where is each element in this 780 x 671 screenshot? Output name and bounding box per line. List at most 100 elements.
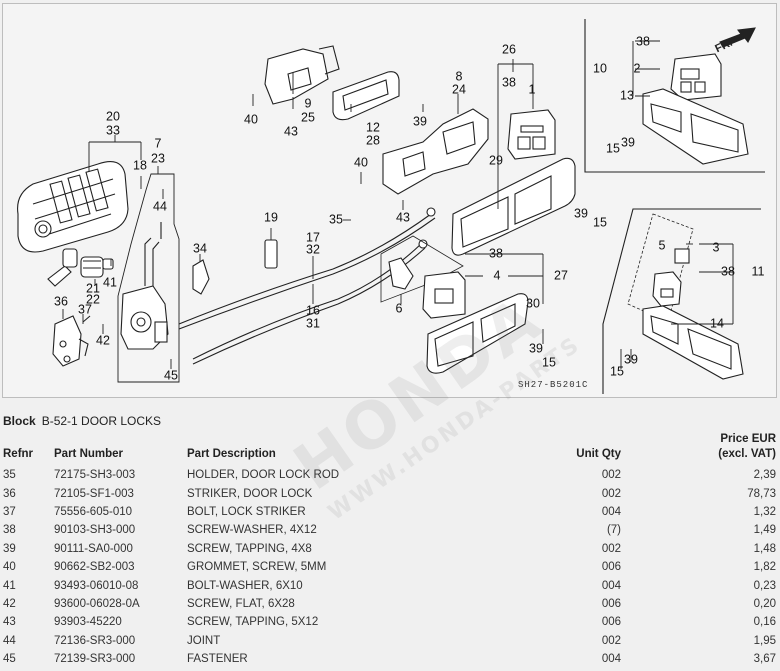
cell-part-number: 90103-SH3-000 (54, 524, 136, 537)
callout-35[interactable]: 35 (329, 212, 343, 227)
armrest-panel-lower (426, 293, 529, 374)
cell-price: 0,16 (753, 616, 776, 629)
callout-39-inset[interactable]: 39 (621, 135, 635, 150)
callout-38-upper[interactable]: 38 (502, 75, 516, 90)
cell-refnr: 36 (3, 487, 16, 500)
cell-qty: 004 (601, 505, 621, 518)
callout-5[interactable]: 5 (658, 238, 666, 253)
cell-qty: 004 (601, 579, 621, 592)
cell-description: HOLDER, DOOR LOCK ROD (187, 469, 340, 482)
lock-cylinder-and-key (47, 248, 114, 287)
callout-24[interactable]: 24 (452, 82, 466, 97)
callout-13[interactable]: 13 (620, 88, 634, 103)
inside-handle-frame (382, 108, 489, 195)
callout-15-lower[interactable]: 15 (542, 355, 556, 370)
parts-table: Refnr Part Number Part Description Unit … (0, 432, 780, 668)
callout-11[interactable]: 11 (751, 264, 765, 279)
callout-40-middle[interactable]: 40 (354, 155, 368, 170)
callout-3[interactable]: 3 (712, 240, 720, 255)
callout-37[interactable]: 37 (78, 302, 92, 317)
callout-1[interactable]: 1 (528, 82, 536, 97)
callout-16[interactable]: 16 (306, 303, 320, 318)
callout-19[interactable]: 19 (264, 210, 278, 225)
cell-qty: 006 (601, 616, 621, 629)
callout-38-lower-inset[interactable]: 38 (721, 264, 735, 279)
callout-39-upper[interactable]: 39 (413, 114, 427, 129)
callout-38-middle[interactable]: 38 (489, 246, 503, 261)
callout-25[interactable]: 25 (301, 110, 315, 125)
diagram-drawing (17, 19, 765, 394)
cell-qty: (7) (606, 524, 621, 537)
callout-44[interactable]: 44 (153, 199, 167, 214)
callout-41[interactable]: 41 (103, 275, 117, 290)
callout-8[interactable]: 8 (455, 69, 463, 84)
callout-45[interactable]: 45 (164, 368, 178, 383)
cell-part-number: 72136-SR3-000 (54, 634, 136, 647)
callout-43-upper[interactable]: 43 (284, 124, 298, 139)
callout-34[interactable]: 34 (193, 241, 207, 256)
callout-20[interactable]: 20 (106, 109, 120, 124)
callout-31[interactable]: 31 (306, 316, 320, 331)
callout-39-right[interactable]: 39 (574, 206, 588, 221)
cell-price: 1,48 (753, 542, 776, 555)
callout-9[interactable]: 9 (304, 96, 312, 111)
callout-38-inset[interactable]: 38 (636, 34, 650, 49)
callout-23[interactable]: 23 (151, 151, 165, 166)
header-part-number: Part Number (54, 448, 124, 460)
cell-description: SCREW-WASHER, 4X12 (187, 524, 317, 537)
callout-28[interactable]: 28 (366, 133, 380, 148)
cell-qty: 006 (601, 597, 621, 610)
callout-15-inset[interactable]: 15 (606, 141, 620, 156)
callout-12[interactable]: 12 (366, 120, 380, 135)
callout-4[interactable]: 4 (493, 268, 501, 283)
callout-21[interactable]: 21 (86, 281, 100, 296)
callout-33[interactable]: 33 (106, 123, 120, 138)
callout-15-lower-inset[interactable]: 15 (610, 364, 624, 379)
diagram-code: SH27-B5201C (518, 380, 589, 390)
callout-43-middle[interactable]: 43 (396, 210, 410, 225)
cell-description: SCREW, TAPPING, 4X8 (187, 542, 312, 555)
header-price-line1: Price EUR (720, 433, 776, 445)
callout-14[interactable]: 14 (710, 316, 724, 331)
cell-price: 2,39 (753, 469, 776, 482)
cell-part-number: 75556-605-010 (54, 505, 133, 518)
callout-32[interactable]: 32 (306, 242, 320, 257)
callout-30[interactable]: 30 (526, 296, 540, 311)
callout-29[interactable]: 29 (489, 153, 503, 168)
cell-refnr: 42 (3, 597, 16, 610)
callout-36[interactable]: 36 (54, 294, 68, 309)
cell-description: JOINT (187, 634, 221, 647)
callout-17[interactable]: 17 (306, 230, 320, 245)
callout-18[interactable]: 18 (133, 158, 147, 173)
callout-26[interactable]: 26 (502, 42, 516, 57)
callout-39-lower-inset[interactable]: 39 (624, 352, 638, 367)
power-window-switch-upper (507, 109, 556, 160)
callout-2[interactable]: 2 (633, 61, 641, 76)
callout-10[interactable]: 10 (593, 61, 607, 76)
cell-description: BOLT-WASHER, 6X10 (187, 579, 303, 592)
callout-22[interactable]: 22 (86, 292, 100, 307)
header-refnr: Refnr (3, 448, 34, 460)
callout-39-lower[interactable]: 39 (529, 341, 543, 356)
header-price: Price EUR (excl. VAT) (624, 432, 780, 466)
callout-40-upper[interactable]: 40 (244, 112, 258, 127)
callout-15-right[interactable]: 15 (593, 215, 607, 230)
cell-part-number: 90111-SA0-000 (54, 542, 133, 555)
cell-refnr: 40 (3, 561, 16, 574)
callout-7[interactable]: 7 (154, 136, 162, 151)
callout-27[interactable]: 27 (554, 268, 568, 283)
callout-42[interactable]: 42 (96, 333, 110, 348)
callout-6[interactable]: 6 (395, 301, 403, 316)
